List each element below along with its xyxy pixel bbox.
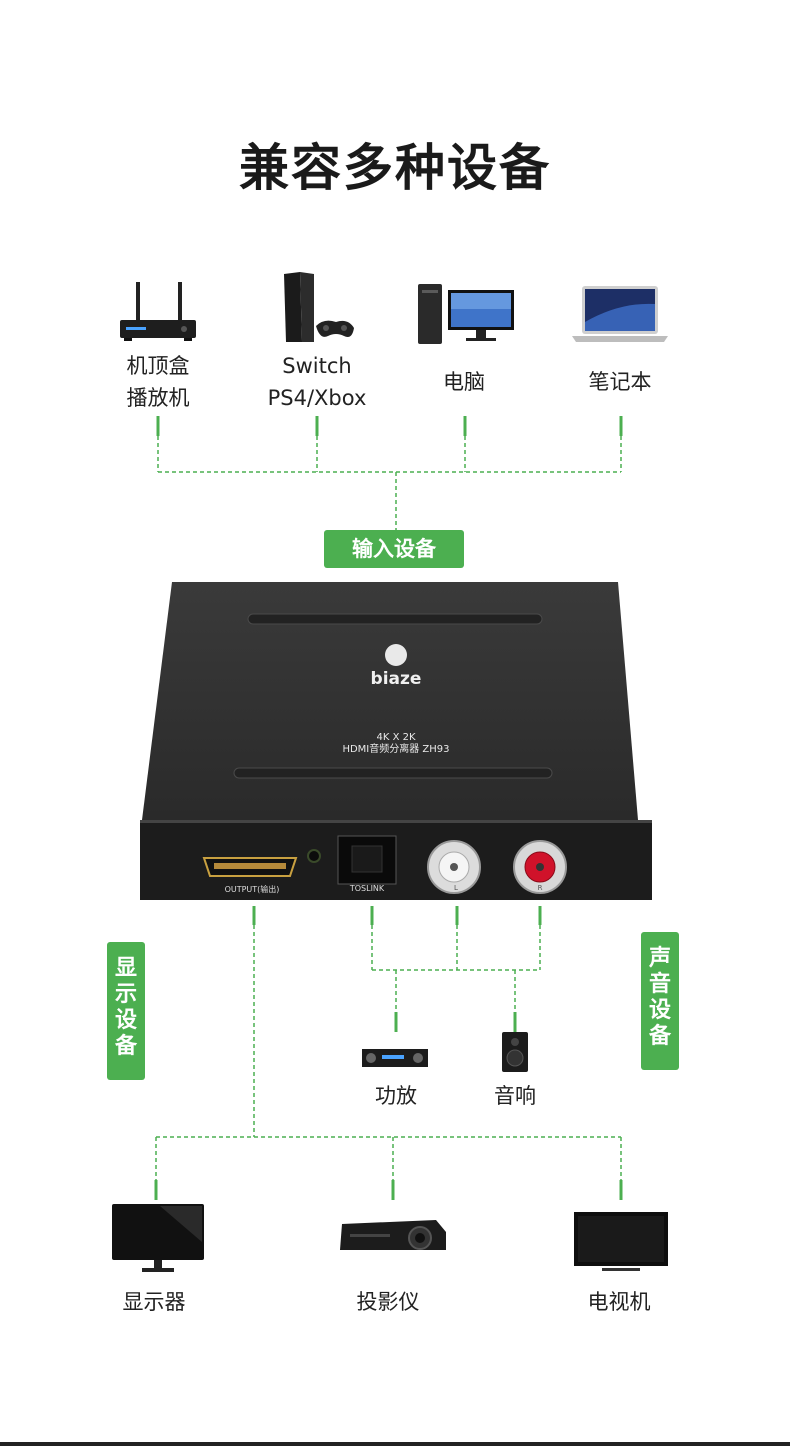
display-device-label-1: 显示器	[122, 1290, 186, 1314]
port-label-toslink: TOSLINK	[349, 884, 385, 893]
brand-mark-icon	[385, 644, 407, 666]
input-device-line2: 播放机	[126, 386, 190, 410]
rca-left-label: L	[454, 884, 458, 892]
audio-device-label-2: 音响	[494, 1084, 536, 1108]
input-device-line1: 电脑	[443, 370, 485, 394]
display-devices-tag: 显示设备	[107, 942, 145, 1080]
input-device-label-1: 机顶盒 播放机	[98, 350, 218, 414]
brand-logo: biaze	[346, 644, 446, 689]
audio-devices-tag: 声音设备	[641, 932, 679, 1070]
port-label-output: OUTPUT(输出)	[224, 885, 280, 894]
input-device-line1: Switch	[282, 354, 352, 378]
hdmi-audio-extractor	[140, 582, 652, 900]
audio-devices-tag-text: 声音设备	[648, 946, 671, 1049]
monitor-icon	[112, 1204, 204, 1272]
input-devices-tag: 输入设备	[324, 530, 464, 568]
speaker-icon	[502, 1032, 528, 1072]
device-spec-line2: HDMI音频分离器 ZH93	[342, 744, 450, 755]
device-spec: 4K X 2K HDMI音频分离器 ZH93	[296, 732, 496, 756]
input-device-line1: 笔记本	[588, 370, 652, 394]
bottom-divider	[0, 1442, 790, 1446]
input-device-line1: 机顶盒	[126, 354, 190, 378]
tv-icon	[574, 1212, 668, 1271]
projector-icon	[340, 1220, 446, 1250]
desktop-computer-icon	[418, 284, 514, 344]
audio-device-label-1: 功放	[375, 1084, 417, 1108]
input-device-label-4: 笔记本	[560, 366, 680, 398]
brand-name: biaze	[370, 669, 422, 689]
display-device-label-2: 投影仪	[356, 1290, 420, 1314]
display-device-label-3: 电视机	[587, 1290, 651, 1314]
amplifier-icon	[362, 1049, 428, 1067]
display-devices-tag-text: 显示设备	[114, 956, 137, 1059]
input-device-line2: PS4/Xbox	[267, 386, 367, 410]
device-spec-line1: 4K X 2K	[376, 732, 416, 743]
input-device-label-2: Switch PS4/Xbox	[247, 350, 387, 414]
router-icon	[120, 282, 196, 341]
game-console-icon	[284, 272, 354, 342]
page-title: 兼容多种设备	[239, 139, 551, 197]
rca-right-label: R	[537, 884, 543, 892]
laptop-icon	[572, 286, 668, 342]
input-device-label-3: 电脑	[404, 366, 524, 398]
